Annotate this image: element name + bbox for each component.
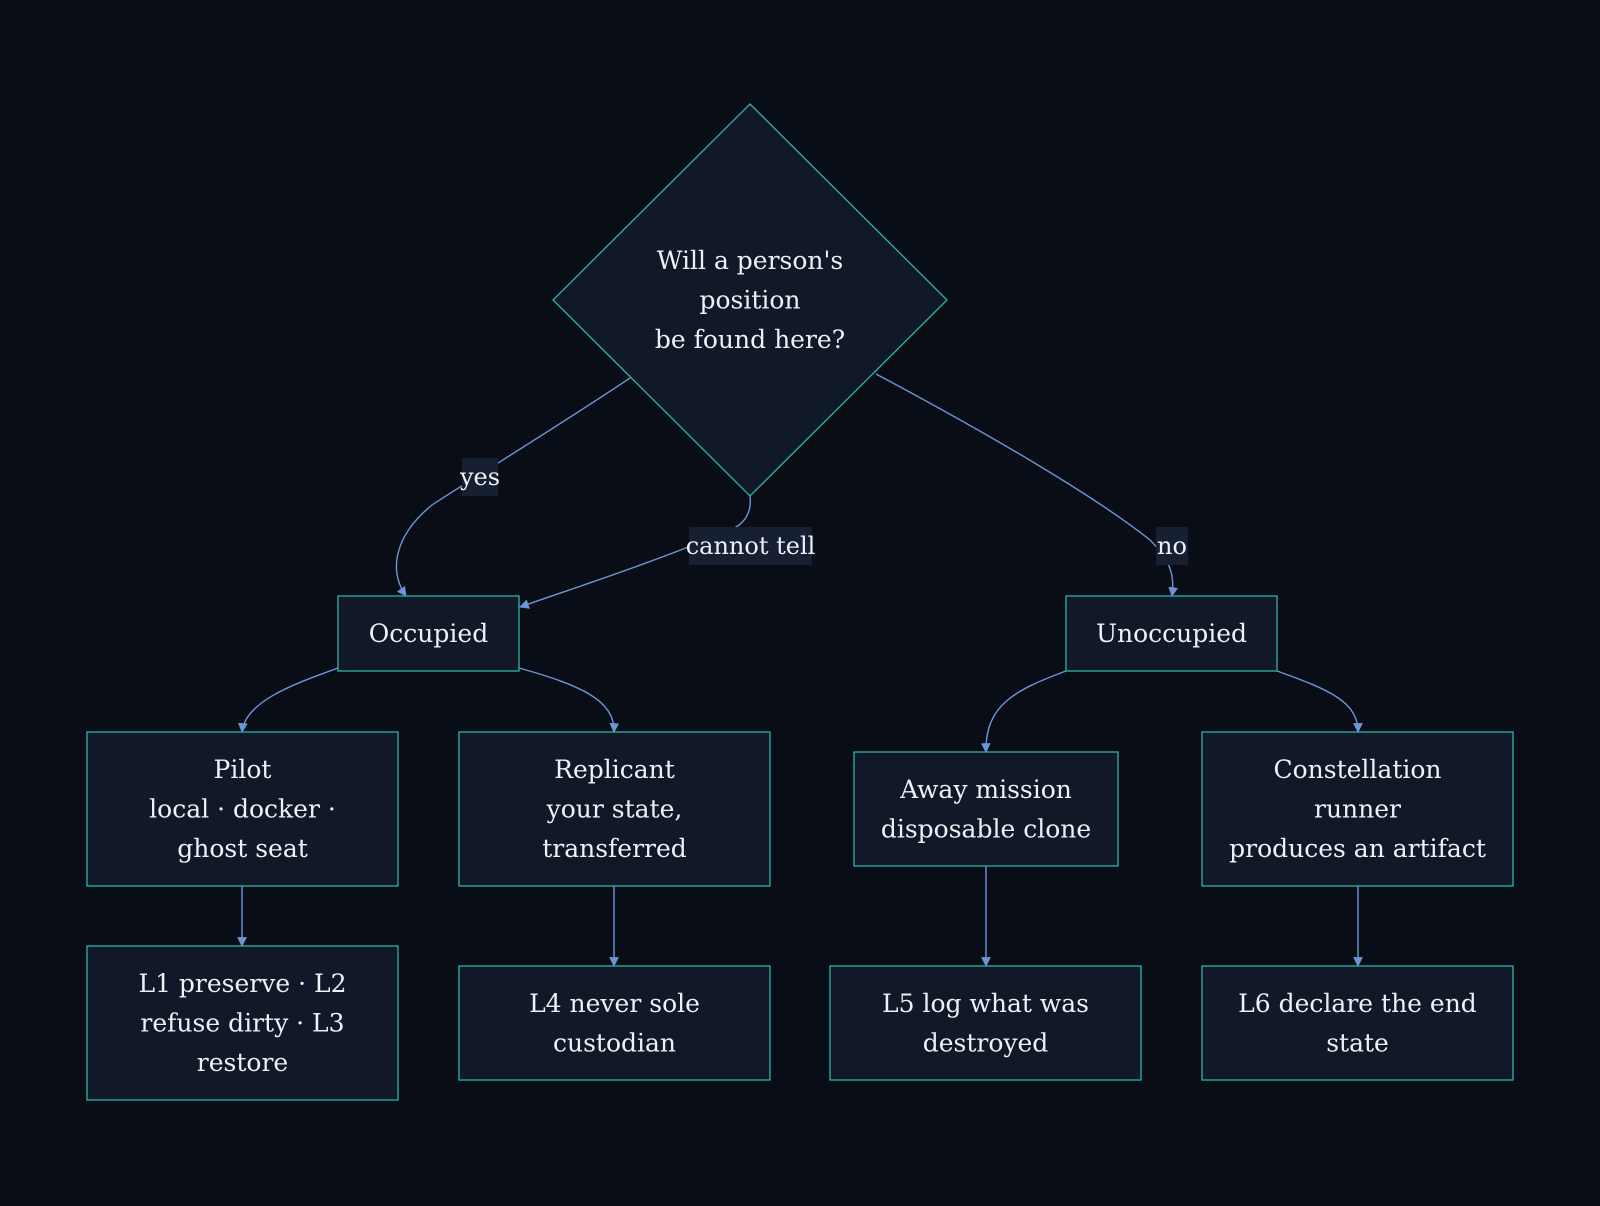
node-text-line: local · docker · — [149, 795, 336, 824]
node-box — [86, 945, 399, 1101]
node-text-line: Unoccupied — [1096, 619, 1247, 648]
node-text-line: Pilot — [214, 755, 272, 784]
node-text-line: L6 declare the end — [1238, 989, 1477, 1018]
edge-label: cannot tell — [686, 527, 816, 565]
edge-label: yes — [459, 458, 500, 496]
node-decision: Will a person's position be found here? — [552, 103, 948, 497]
node-constellation: Constellation runner produces an artifact — [1201, 731, 1514, 887]
node-l123: L1 preserve · L2 refuse dirty · L3 restore — [86, 945, 399, 1101]
node-text-line: state — [1326, 1028, 1389, 1057]
edge-label-text: cannot tell — [686, 532, 816, 560]
edge-label-background — [1156, 527, 1188, 565]
node-text-line: refuse dirty · L3 — [140, 1009, 344, 1038]
node-text-line: transferred — [542, 834, 687, 863]
edge-decision-to-unoccupied — [875, 373, 1179, 597]
node-box — [1201, 965, 1514, 1081]
node-box — [1065, 595, 1278, 672]
node-text-line: Occupied — [369, 619, 488, 648]
node-text-line: destroyed — [923, 1028, 1049, 1057]
node-l5: L5 log what was destroyed — [829, 965, 1142, 1081]
edges — [237, 373, 1363, 967]
node-l6: L6 declare the end state — [1201, 965, 1514, 1081]
node-text-line: Away mission — [899, 775, 1072, 804]
node-text-line: custodian — [553, 1028, 676, 1057]
nodes: Will a person's position be found here? Occ… — [86, 103, 1514, 1101]
node-l4: L4 never sole custodian — [458, 965, 771, 1081]
node-away-mission: Away mission disposable clone — [853, 751, 1119, 867]
edge-occupied-to-replicant — [518, 667, 620, 733]
node-box — [337, 595, 520, 672]
node-box — [1201, 731, 1514, 887]
edge-label-background — [689, 527, 812, 565]
edge-label-text: yes — [459, 463, 500, 491]
edge-decision-to-occupied — [395, 377, 631, 597]
node-box — [458, 731, 771, 887]
node-text-line: your state, — [546, 795, 683, 824]
node-box — [458, 965, 771, 1081]
node-unoccupied: Unoccupied — [1065, 595, 1278, 672]
edge-label-text: no — [1157, 532, 1187, 560]
node-box — [853, 751, 1119, 867]
node-text-line: position — [699, 286, 800, 315]
node-replicant: Replicant your state, transferred — [458, 731, 771, 887]
node-pilot: Pilot local · docker · ghost seat — [86, 731, 399, 887]
node-box — [86, 731, 399, 887]
node-text-line: L4 never sole — [529, 989, 700, 1018]
node-text-line: L1 preserve · L2 — [138, 969, 346, 998]
node-text-line: runner — [1314, 795, 1401, 824]
edge-labels: yes cannot tell no — [459, 458, 1188, 565]
edge-label-background — [462, 458, 498, 496]
node-text-line: Constellation — [1273, 755, 1441, 784]
edge-unoccupied-to-constellation — [1276, 670, 1363, 733]
node-text-line: restore — [197, 1048, 288, 1077]
node-text-line: L5 log what was — [882, 989, 1089, 1018]
node-text-line: Will a person's — [657, 246, 843, 275]
node-text-line: disposable clone — [881, 814, 1091, 843]
node-box — [829, 965, 1142, 1081]
node-text-line: be found here? — [655, 325, 845, 354]
node-text-line: ghost seat — [177, 834, 308, 863]
edge-unoccupied-to-away_mission — [980, 670, 1067, 753]
node-text-line: produces an artifact — [1229, 834, 1486, 863]
node-text-line: Replicant — [554, 755, 675, 784]
node-occupied: Occupied — [337, 595, 520, 672]
decision-diamond — [552, 103, 948, 497]
edge-label: no — [1156, 527, 1188, 565]
edge-occupied-to-pilot — [237, 667, 339, 733]
